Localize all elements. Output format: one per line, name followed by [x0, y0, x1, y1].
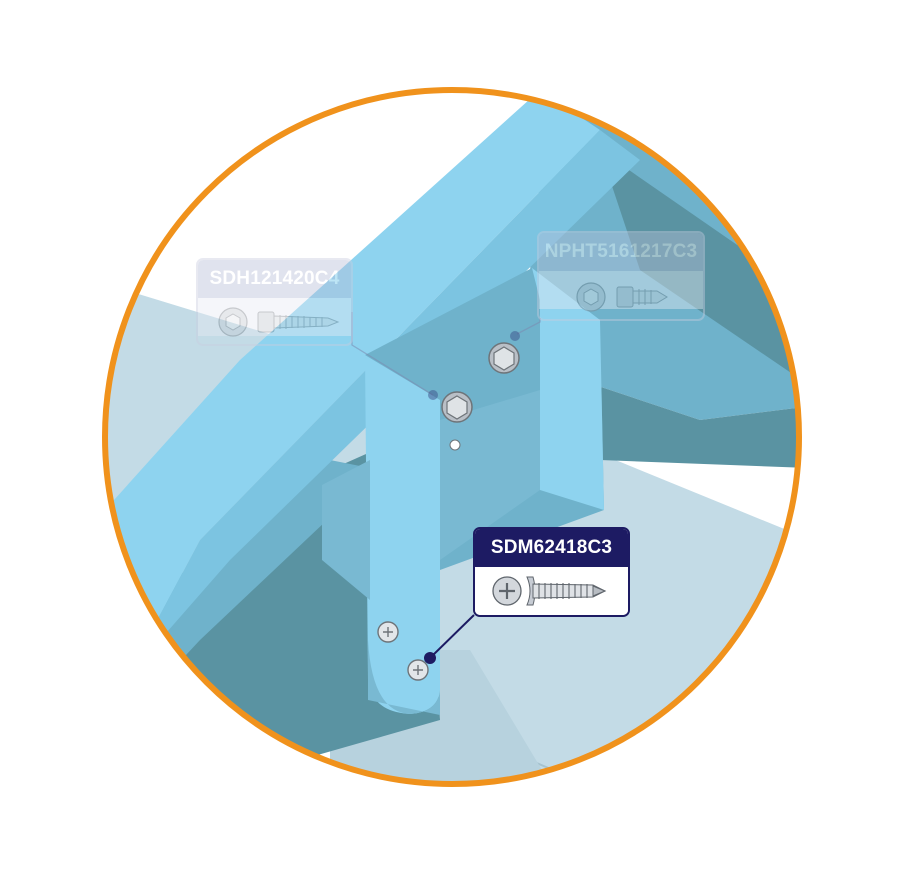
leader-lines	[351, 312, 541, 664]
phillips-screw-upper	[377, 621, 399, 643]
callout-title: SDM62418C3	[475, 529, 628, 567]
callout-sdh121420c4[interactable]: SDH121420C4	[196, 258, 353, 346]
hex-washer-head-screw-icon	[218, 307, 340, 337]
frame-ring	[102, 87, 802, 787]
hex-washer-head-screw-icon	[576, 282, 668, 312]
callout-title: SDH121420C4	[198, 260, 351, 298]
callout-body	[475, 567, 628, 615]
callout-body	[539, 271, 703, 312]
rafter-light	[105, 90, 600, 720]
hex-screw-upper	[488, 342, 520, 374]
callout-npht5161217c3[interactable]: NPHT5161217C3	[537, 231, 705, 321]
hex-screw-lower	[441, 391, 473, 423]
phillips-screw-lower	[407, 659, 429, 681]
callout-title: NPHT5161217C3	[539, 233, 703, 271]
callout-body	[198, 298, 351, 337]
callout-sdm62418c3[interactable]: SDM62418C3	[473, 527, 630, 617]
phillips-head-screw-icon	[492, 576, 607, 606]
